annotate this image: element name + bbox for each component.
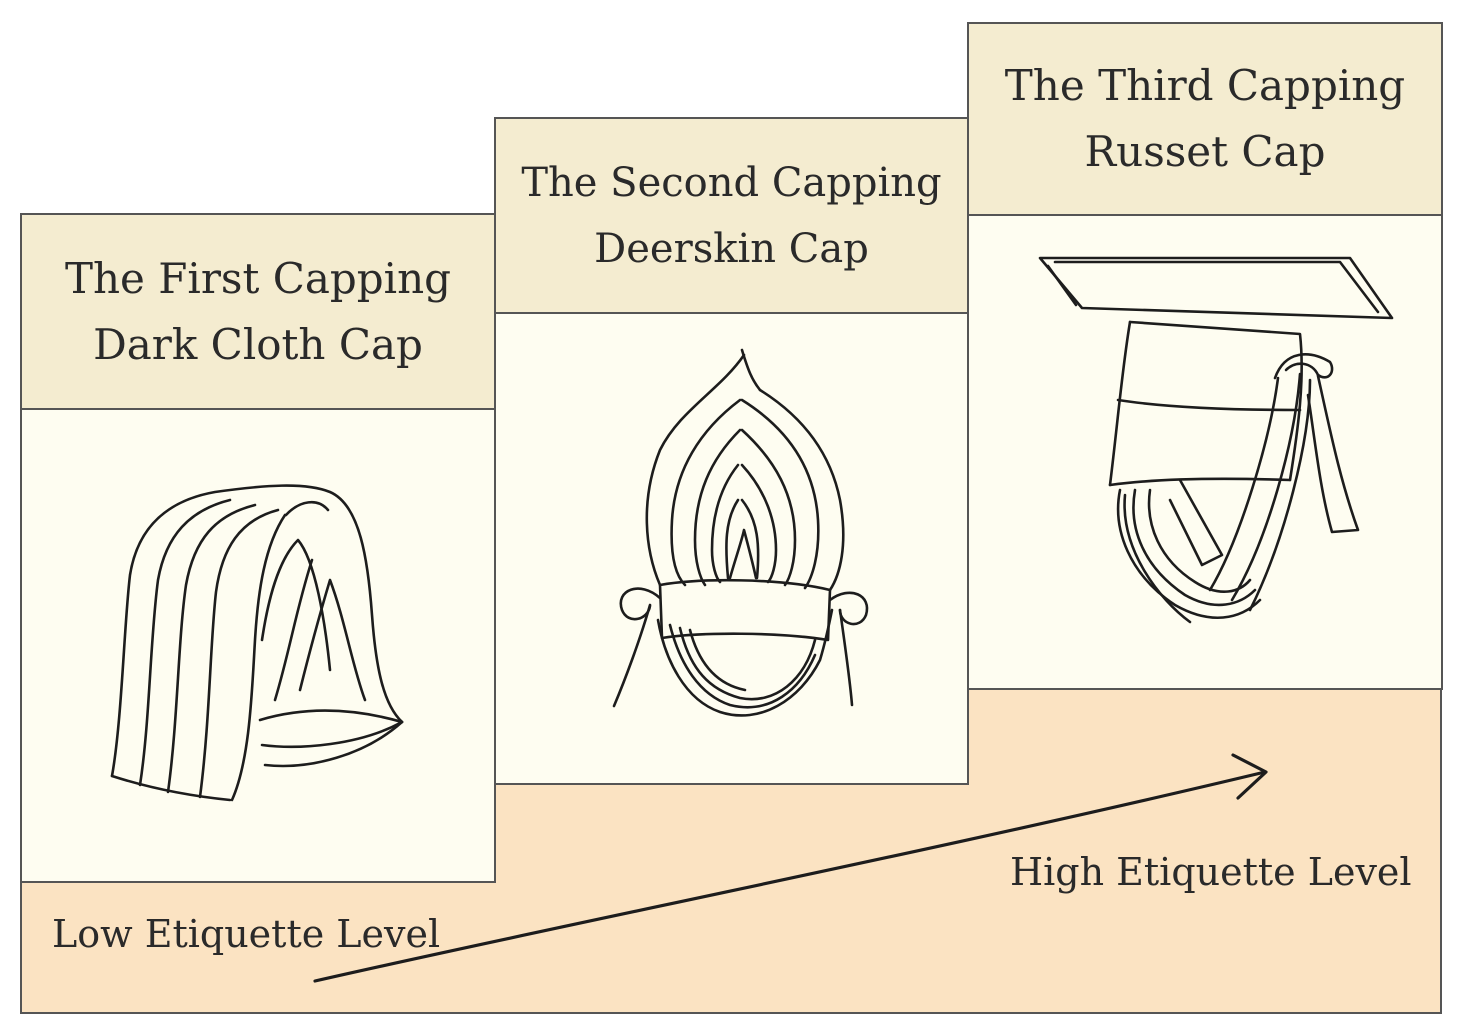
stage-header: The Third Capping Russet Cap: [969, 24, 1441, 216]
stage-card-third-capping: The Third Capping Russet Cap: [967, 22, 1443, 690]
stage-subtitle: Dark Cloth Cap: [93, 319, 423, 369]
stage-card-first-capping: The First Capping Dark Cloth Cap: [20, 213, 496, 883]
stage-subtitle: Russet Cap: [1084, 127, 1326, 176]
deerskin-cap-icon: [612, 348, 869, 717]
russet-cap-icon: [1038, 256, 1394, 624]
low-etiquette-label: Low Etiquette Level: [52, 912, 441, 956]
stage-header: The First Capping Dark Cloth Cap: [22, 215, 494, 410]
high-etiquette-label: High Etiquette Level: [1010, 850, 1412, 894]
stage-card-second-capping: The Second Capping Deerskin Cap: [494, 117, 969, 785]
stage-title: The First Capping: [64, 253, 452, 303]
stage-header: The Second Capping Deerskin Cap: [496, 119, 967, 314]
progression-arrow-icon: [313, 753, 1268, 983]
stage-title: The Third Capping: [1004, 61, 1406, 110]
stage-title: The Second Capping: [521, 159, 942, 206]
stage-subtitle: Deerskin Cap: [594, 225, 869, 272]
cloth-cap-icon: [110, 484, 404, 802]
